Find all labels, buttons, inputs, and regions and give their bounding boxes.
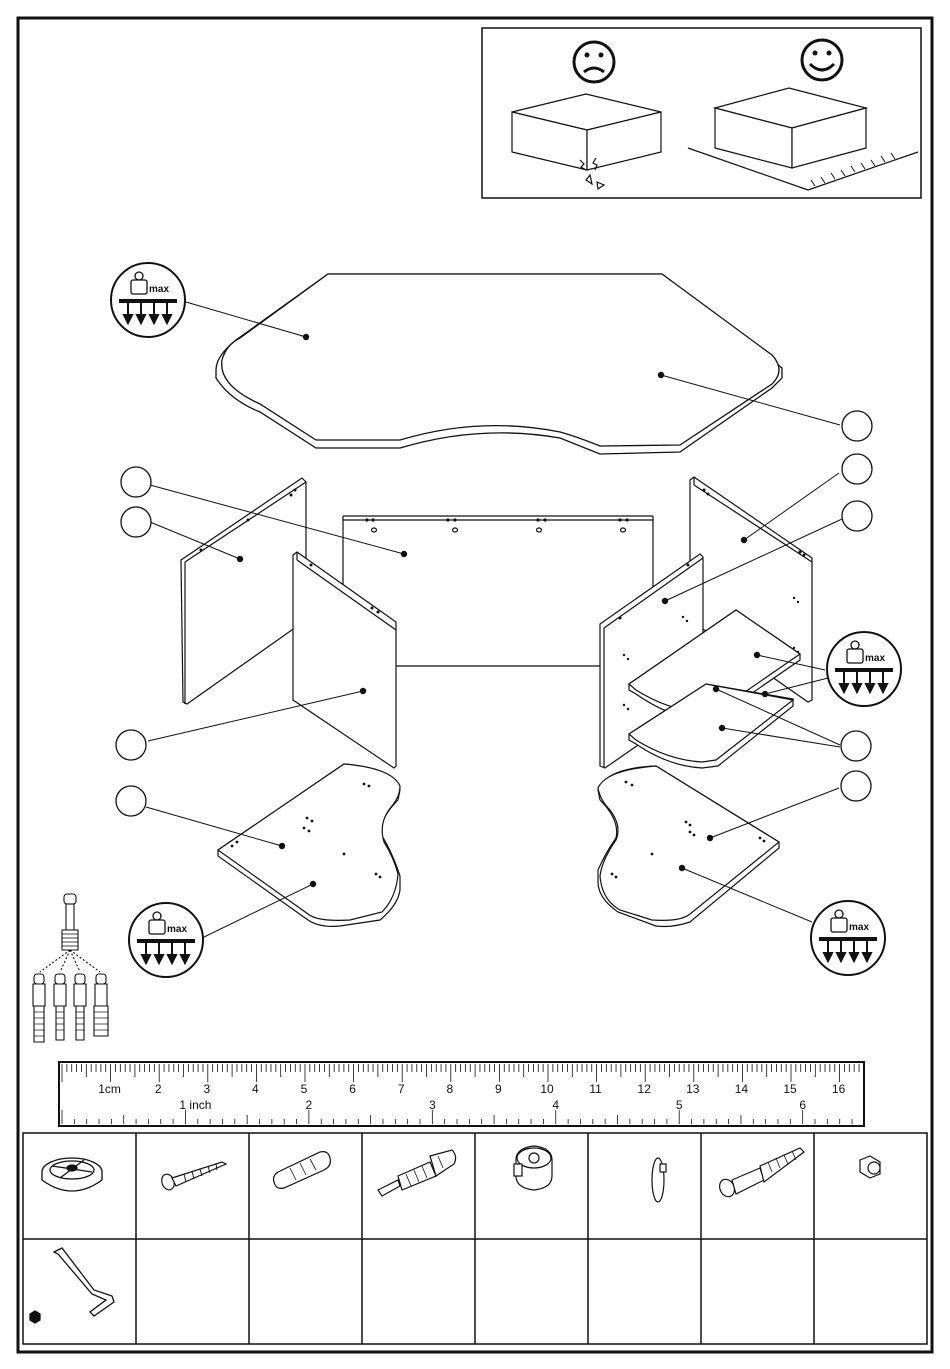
wooden-dowel-icon [274, 1152, 331, 1189]
ruler-inch-label: 4 [552, 1098, 559, 1112]
cam-bolt-cluster-icon [33, 894, 108, 1042]
desk-top-panel [216, 274, 782, 454]
max-load-label: max [167, 924, 187, 935]
ruler-cm-label: 9 [495, 1082, 502, 1096]
part-circle [842, 411, 872, 441]
cam-bolt-icon [378, 1150, 456, 1196]
max-load-label: max [149, 284, 169, 295]
part-circle [121, 467, 151, 497]
part-circle [116, 730, 146, 760]
ruler-cm-label: 1cm [98, 1082, 121, 1096]
smiley-face-icon [802, 40, 842, 80]
hardware-table [23, 1133, 927, 1344]
part-circle [841, 731, 871, 761]
part-circle [116, 786, 146, 816]
left-bottom-panel [218, 764, 400, 926]
care-warning-box [482, 28, 921, 198]
cap-nut-icon [860, 1156, 880, 1178]
ruler-inch-label: 1 inch [179, 1098, 211, 1112]
part-circle [841, 771, 871, 801]
long-screw-icon [717, 1148, 804, 1199]
ruler-cm-label: 8 [446, 1082, 453, 1096]
wheel-caster-icon [42, 1158, 102, 1191]
ruler-cm-label: 11 [589, 1082, 602, 1096]
ruler-cm-label: 4 [252, 1082, 259, 1096]
shelf-pin-icon [652, 1158, 666, 1202]
ruler-inch-label: 2 [306, 1098, 313, 1112]
max-load-badge: max [811, 901, 885, 975]
right-bottom-panel [598, 766, 779, 927]
part-circle [842, 454, 872, 484]
max-load-badge: max [827, 632, 901, 706]
ruler-inch-label: 3 [429, 1098, 436, 1112]
ruler-cm-label: 5 [301, 1082, 308, 1096]
ruler-cm-label: 2 [155, 1082, 162, 1096]
cam-lock-icon [514, 1146, 552, 1190]
allen-key-icon [30, 1248, 114, 1323]
ruler-cm-label: 13 [686, 1082, 700, 1096]
left-outer-side-panel [181, 478, 306, 704]
wood-screw-icon [160, 1162, 226, 1192]
protected-box-illustration [688, 88, 918, 190]
ruler-inch-label: 5 [676, 1098, 683, 1112]
ruler-cm-label: 3 [203, 1082, 210, 1096]
measuring-ruler: 1cm 2 3 4 5 6 7 8 9 10 11 12 13 14 15 16 1 inch 2 3 4 5 6 [59, 1062, 864, 1126]
ruler-cm-label: 15 [783, 1082, 797, 1096]
ruler-inch-label: 6 [799, 1098, 806, 1112]
ruler-cm-label: 7 [398, 1082, 405, 1096]
ruler-cm-label: 16 [832, 1082, 846, 1096]
max-load-badge: max [111, 263, 185, 337]
ruler-cm-label: 10 [540, 1082, 554, 1096]
ruler-cm-label: 14 [735, 1082, 749, 1096]
sad-face-icon [574, 42, 614, 82]
part-circle [842, 501, 872, 531]
damaged-box-illustration [512, 94, 661, 189]
max-load-label: max [865, 653, 885, 664]
part-circle [121, 507, 151, 537]
max-load-label: max [849, 922, 869, 933]
max-load-badge: max [129, 903, 203, 977]
ruler-cm-label: 12 [638, 1082, 652, 1096]
ruler-cm-label: 6 [349, 1082, 356, 1096]
